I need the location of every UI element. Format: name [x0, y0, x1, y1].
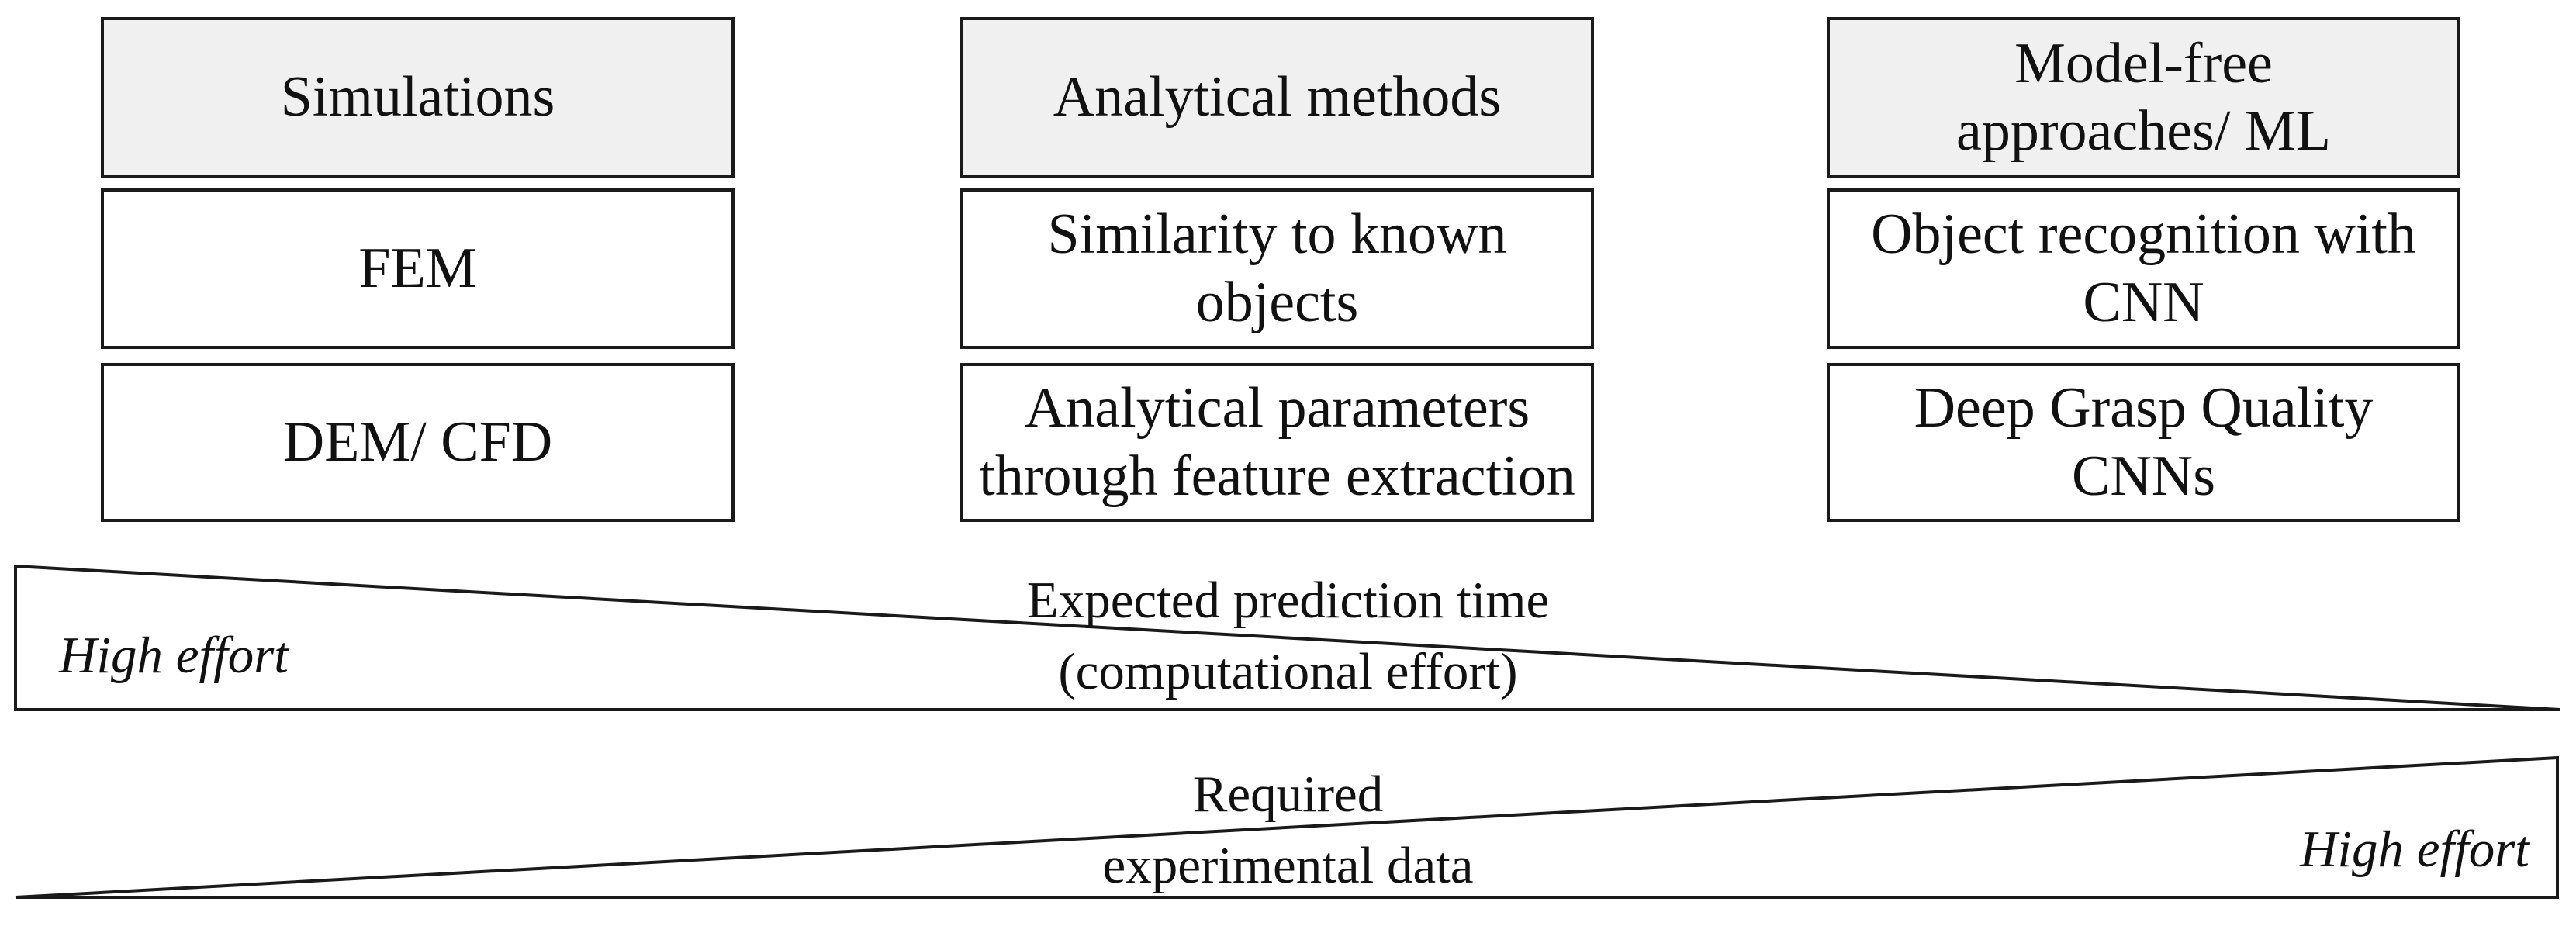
box-similarity-known-objects: Similarity to known objects: [960, 188, 1594, 349]
high-effort-left-label: High effort: [59, 627, 289, 684]
box-dem-cfd: DEM/ CFD: [101, 363, 735, 522]
box-object-recognition-cnn-label: Object recognition with CNN: [1871, 202, 2416, 334]
box-object-recognition-cnn: Object recognition with CNN: [1827, 188, 2460, 349]
box-analytical-parameters-label: Analytical parameters through feature ex…: [979, 376, 1575, 508]
box-similarity-known-objects-label: Similarity to known objects: [1047, 202, 1507, 334]
box-deep-grasp-quality-cnns-label: Deep Grasp Quality CNNs: [1914, 376, 2374, 508]
prediction-time-triangle: [14, 564, 2560, 711]
box-analytical-methods-header-label: Analytical methods: [1053, 65, 1502, 130]
box-deep-grasp-quality-cnns: Deep Grasp Quality CNNs: [1827, 363, 2460, 522]
high-effort-right-label: High effort: [2300, 821, 2529, 878]
box-model-free-header-label: Model-free approaches/ ML: [1956, 31, 2331, 163]
box-model-free-header: Model-free approaches/ ML: [1827, 17, 2460, 178]
box-fem: FEM: [101, 188, 735, 349]
prediction-time-line1: Expected prediction time: [1026, 572, 1550, 629]
prediction-time-label: Expected prediction time (computational …: [0, 565, 2576, 707]
experimental-data-triangle: [15, 755, 2559, 899]
prediction-time-line2: (computational effort): [1058, 643, 1518, 700]
box-simulations-header-label: Simulations: [280, 65, 555, 130]
experimental-data-line1: Required: [1192, 765, 1384, 823]
experimental-data-label: Required experimental data: [0, 758, 2576, 901]
box-analytical-methods-header: Analytical methods: [960, 17, 1594, 178]
experimental-data-line2: experimental data: [1102, 837, 1474, 894]
box-analytical-parameters: Analytical parameters through feature ex…: [960, 363, 1594, 522]
box-simulations-header: Simulations: [101, 17, 735, 178]
box-fem-label: FEM: [358, 236, 477, 300]
box-dem-cfd-label: DEM/ CFD: [282, 409, 553, 474]
